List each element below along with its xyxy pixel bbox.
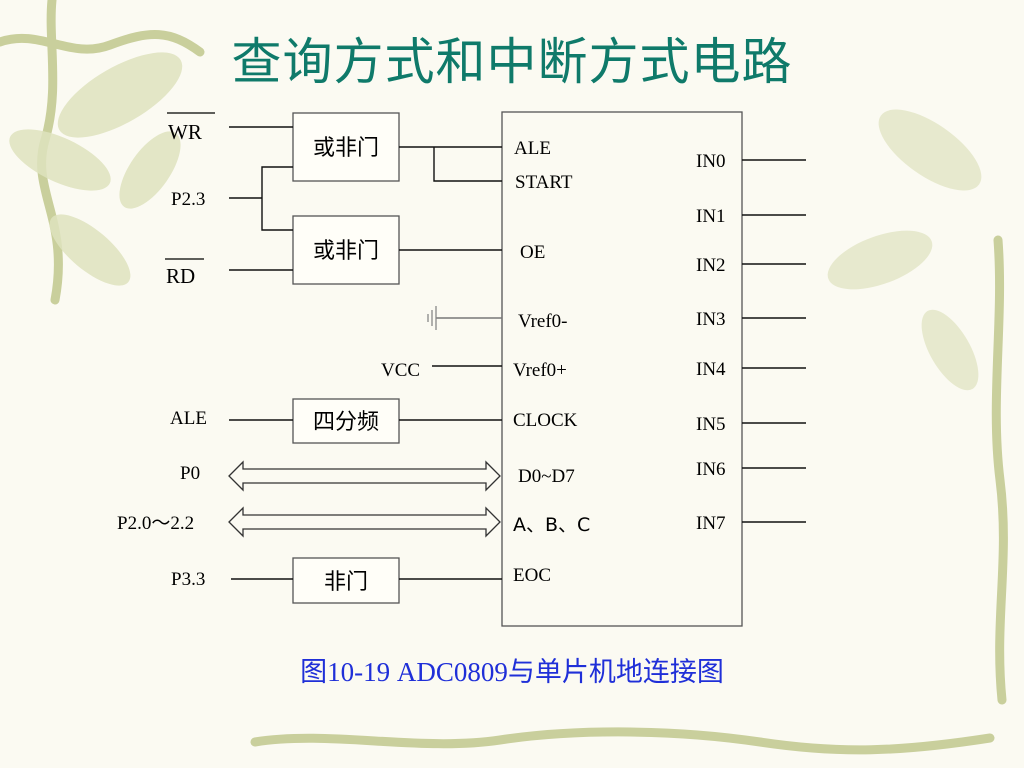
not-gate	[292, 557, 400, 604]
bus-arrow-data	[228, 460, 501, 492]
vine-right	[991, 235, 1008, 705]
chip-pin-2: START	[515, 172, 573, 193]
divide-by-four-block	[292, 398, 400, 444]
divide-by-four-label: 四分频	[313, 410, 379, 435]
wire-p23-split	[261, 166, 293, 231]
signal-p23: P2.3	[171, 189, 205, 210]
chip-pin-3: OE	[520, 242, 545, 263]
chip-pin-6: CLOCK	[513, 410, 578, 431]
page-title: 查询方式和中断方式电路	[231, 33, 793, 91]
nor-gate-2-label: 或非门	[313, 239, 379, 264]
chip-pin-5: Vref0+	[513, 360, 567, 381]
adc-chip-body	[501, 111, 743, 627]
wires	[229, 126, 502, 580]
chip-pin-7: D0~D7	[518, 466, 575, 487]
nor-gate-1	[292, 112, 400, 182]
chip-input-2-label: IN2	[696, 255, 726, 276]
signal-wr: WR	[168, 120, 202, 144]
nor-gate-1-label: 或非门	[313, 136, 379, 161]
leaves-top-left	[9, 52, 183, 286]
chip-input-3-label: IN3	[696, 309, 726, 330]
chip-input-6-label: IN6	[696, 459, 726, 480]
signal-p0: P0	[180, 463, 200, 484]
figure-caption: 图10-19 ADC0809与单片机地连接图	[300, 657, 724, 687]
signal-p20-22: P2.0～2.2	[117, 513, 194, 534]
signal-vcc: VCC	[381, 360, 420, 381]
chip-input-5-label: IN5	[696, 414, 726, 435]
ground-icon	[427, 306, 437, 330]
not-gate-label: 非门	[324, 570, 368, 595]
signal-p33: P3.3	[171, 569, 205, 590]
leaves-right	[827, 109, 982, 391]
chip-pin-8: A、B、C	[513, 514, 590, 536]
bus-arrow-address	[228, 506, 501, 538]
chip-input-4-label: IN4	[696, 359, 726, 380]
wire-start	[433, 147, 502, 182]
signal-rd: RD	[166, 264, 195, 288]
chip-input-1-label: IN1	[696, 206, 726, 227]
chip-input-7-label: IN7	[696, 513, 726, 534]
chip-pin-9: EOC	[513, 565, 551, 586]
vine-bottom	[250, 727, 995, 755]
chip-input-0-label: IN0	[696, 151, 726, 172]
chip-pin-4: Vref0-	[518, 311, 568, 332]
signal-ale: ALE	[170, 408, 207, 429]
chip-pin-1: ALE	[514, 138, 551, 159]
